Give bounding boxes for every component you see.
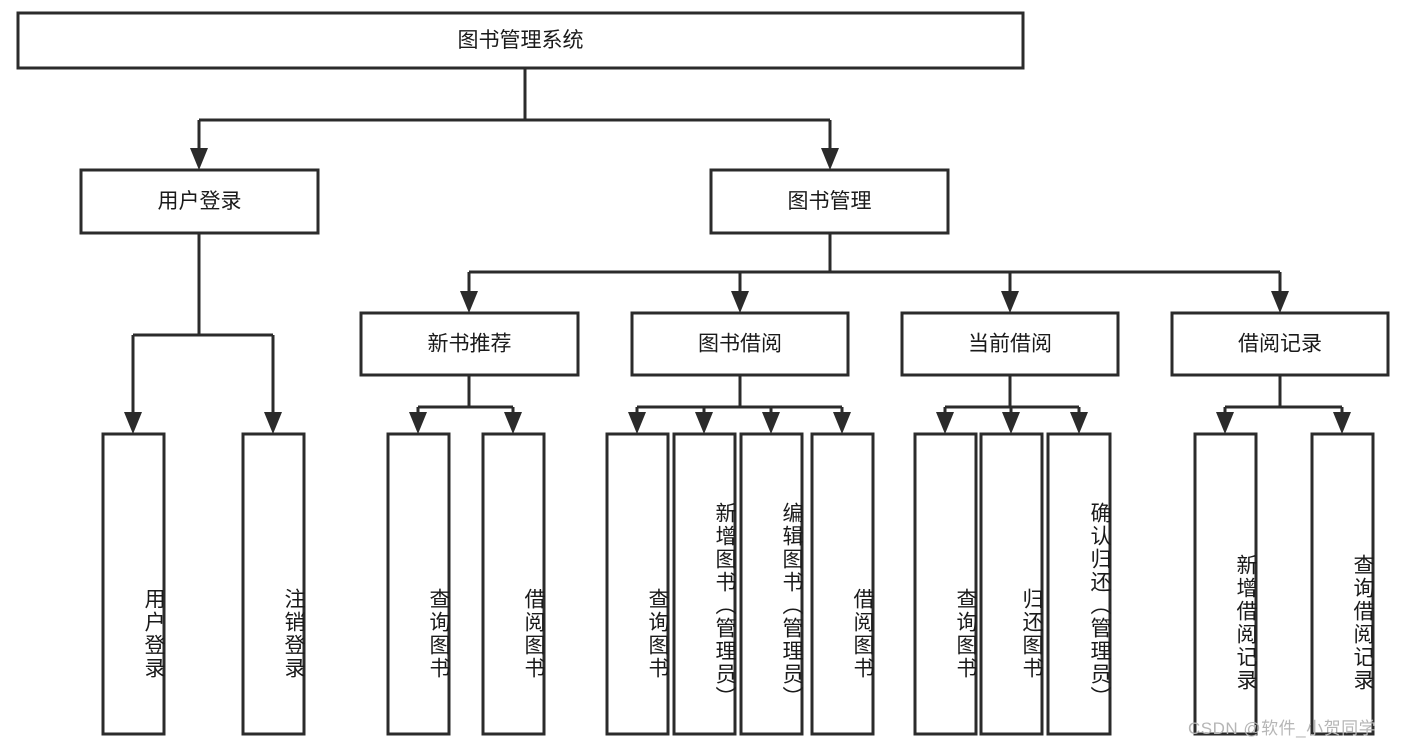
node-leaf-9[interactable] bbox=[979, 432, 1044, 736]
node-leaf-7[interactable] bbox=[810, 432, 875, 736]
node-label: 用户登录 bbox=[158, 190, 242, 213]
node-leaf-6[interactable] bbox=[739, 432, 804, 736]
arrow-head-icon bbox=[1001, 291, 1019, 313]
node-level1-0[interactable] bbox=[79, 168, 320, 235]
node-level2-2[interactable] bbox=[900, 311, 1120, 377]
node-leaf-11[interactable] bbox=[1193, 432, 1258, 736]
node-leaf-10[interactable] bbox=[1046, 432, 1112, 736]
arrow-head-icon bbox=[460, 291, 478, 313]
arrow-head-icon bbox=[762, 412, 780, 434]
node-leaf-12[interactable] bbox=[1310, 432, 1375, 736]
arrow-head-icon bbox=[1002, 412, 1020, 434]
arrow-head-icon bbox=[1333, 412, 1351, 434]
node-level1-1[interactable] bbox=[709, 168, 950, 235]
arrow-head-icon bbox=[1070, 412, 1088, 434]
connector-group bbox=[124, 233, 282, 434]
arrow-head-icon bbox=[628, 412, 646, 434]
node-label: 当前借阅 bbox=[968, 333, 1052, 356]
arrow-head-icon bbox=[936, 412, 954, 434]
node-label: 图书管理 bbox=[788, 190, 872, 213]
connector-group bbox=[409, 375, 522, 434]
connector-group bbox=[190, 68, 839, 170]
node-leaf-1[interactable] bbox=[241, 432, 306, 736]
connector-group bbox=[936, 375, 1088, 434]
node-leaf-3[interactable] bbox=[481, 432, 546, 736]
arrow-head-icon bbox=[1271, 291, 1289, 313]
node-label: 图书借阅 bbox=[698, 333, 782, 356]
node-label: 图书管理系统 bbox=[458, 29, 584, 52]
node-leaf-5[interactable] bbox=[672, 432, 737, 736]
arrow-head-icon bbox=[504, 412, 522, 434]
arrow-head-icon bbox=[1216, 412, 1234, 434]
node-leaf-0[interactable] bbox=[101, 432, 166, 736]
csdn-watermark: CSDN @软件_小贺同学 bbox=[1188, 719, 1377, 738]
node-layer bbox=[16, 11, 1390, 736]
node-level2-1[interactable] bbox=[630, 311, 850, 377]
node-leaf-8[interactable] bbox=[913, 432, 978, 736]
arrow-head-icon bbox=[821, 148, 839, 170]
connector-layer bbox=[124, 68, 1351, 434]
arrow-head-icon bbox=[833, 412, 851, 434]
node-label: 借阅记录 bbox=[1238, 333, 1322, 356]
arrow-head-icon bbox=[190, 148, 208, 170]
node-root[interactable] bbox=[16, 11, 1025, 70]
connector-group bbox=[628, 375, 851, 434]
arrow-head-icon bbox=[695, 412, 713, 434]
connector-group bbox=[460, 233, 1289, 313]
node-level2-3[interactable] bbox=[1170, 311, 1390, 377]
connector-group bbox=[1216, 375, 1351, 434]
arrow-head-icon bbox=[124, 412, 142, 434]
node-level2-0[interactable] bbox=[359, 311, 580, 377]
arrow-head-icon bbox=[264, 412, 282, 434]
node-leaf-2[interactable] bbox=[386, 432, 451, 736]
arrow-head-icon bbox=[409, 412, 427, 434]
node-leaf-4[interactable] bbox=[605, 432, 670, 736]
arrow-head-icon bbox=[731, 291, 749, 313]
node-label: 新书推荐 bbox=[428, 333, 512, 356]
